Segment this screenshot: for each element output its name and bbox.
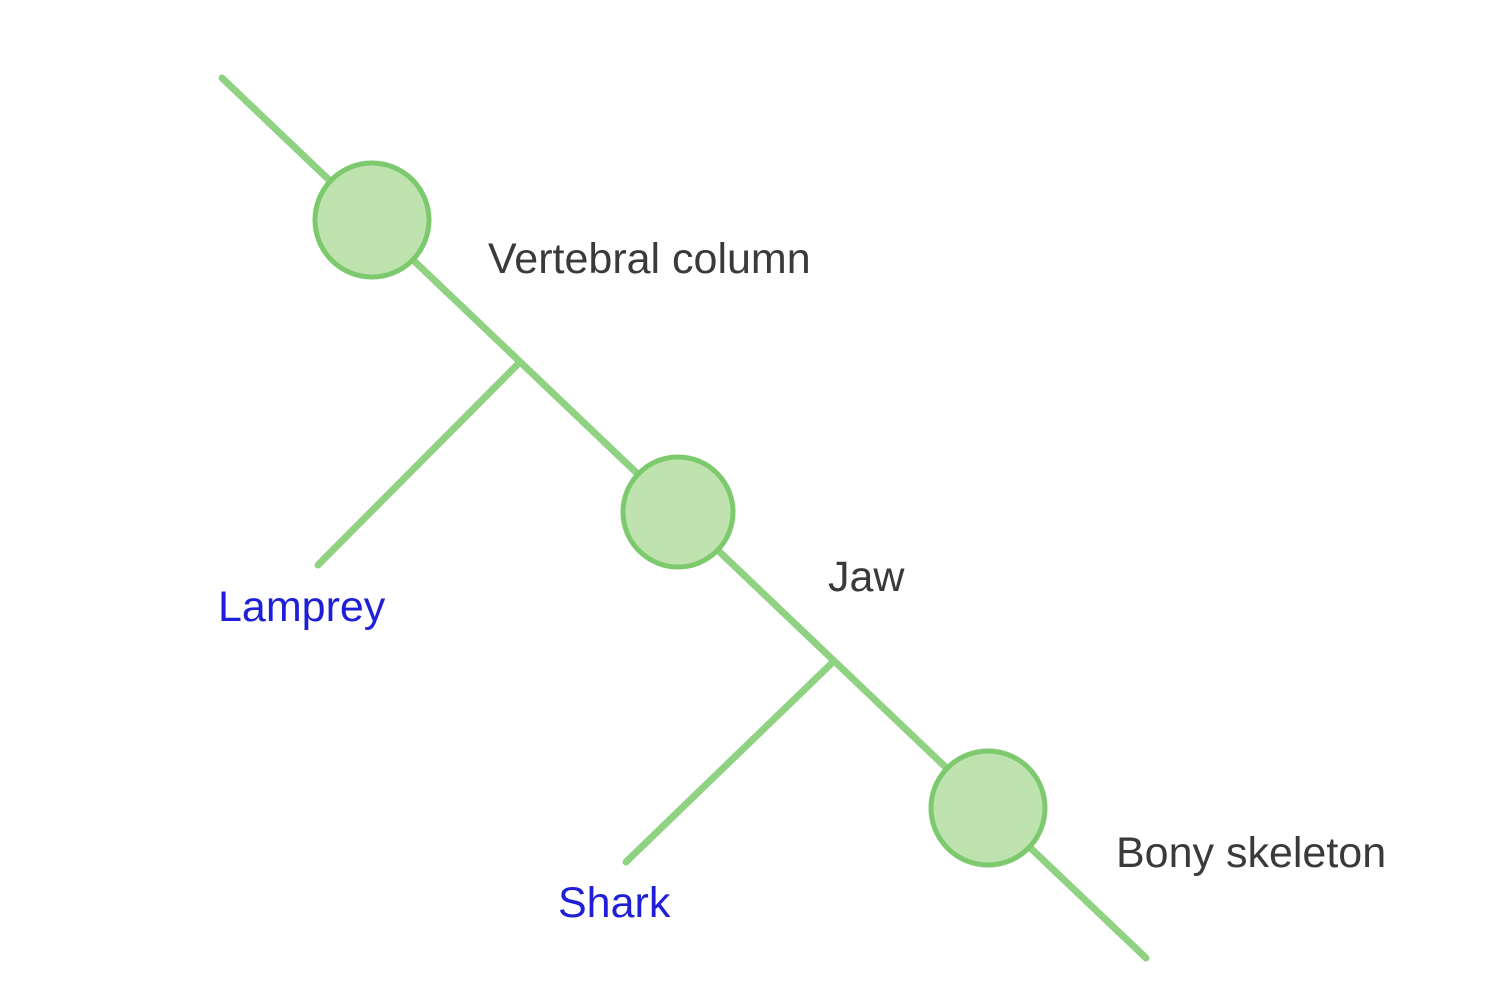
bony-skeleton-node <box>928 748 1048 868</box>
taxon-label-lamprey: Lamprey <box>218 583 386 631</box>
vertebral-column-node <box>312 160 432 280</box>
trait-label-jaw: Jaw <box>828 553 905 601</box>
taxon-label-shark: Shark <box>558 879 671 927</box>
trait-label-bony-skeleton: Bony skeleton <box>1116 829 1387 877</box>
lamprey-branch-line <box>314 358 524 569</box>
shark-branch-line <box>622 657 838 866</box>
trait-label-vertebral-column: Vertebral column <box>488 235 811 283</box>
jaw-node <box>620 454 736 570</box>
